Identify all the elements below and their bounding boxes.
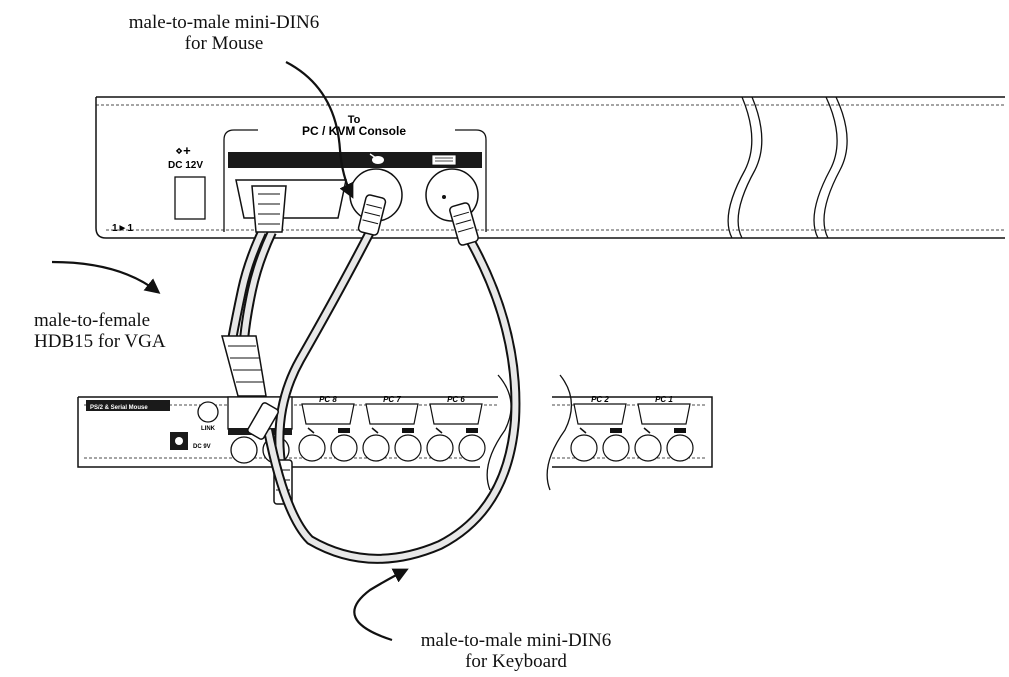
pc-port-group: PC 1 — [634, 395, 694, 462]
keyboard-icon — [610, 428, 622, 433]
vga-caption-line1: male-to-female — [34, 310, 151, 331]
switch-button-label: LINK — [201, 426, 216, 432]
vga-cable — [221, 185, 287, 397]
keyboard-icon — [674, 428, 686, 433]
mode-label-box — [86, 400, 170, 411]
pc-port-label: PC 6 — [447, 395, 465, 404]
pc-vga-port — [301, 403, 355, 425]
console-title-label: PC / KVM Console — [302, 124, 406, 138]
console-header-band — [228, 152, 482, 168]
mouse-icon — [371, 427, 379, 434]
keyboard-caption-line2: for Keyboard — [465, 651, 567, 672]
keyboard-cable — [247, 202, 521, 564]
pc-port-group: PC 2 — [570, 395, 630, 462]
pc-keyboard-port — [330, 434, 358, 462]
pc-port-group: PC 8 — [298, 395, 358, 462]
mouse-icon — [307, 427, 315, 434]
keyboard-pointer-arrow — [353, 568, 409, 642]
console-power-symbol: ⋄+ — [175, 143, 191, 158]
pc-port-label: PC 7 — [383, 395, 401, 404]
console-power-label: DC 12V — [168, 160, 203, 171]
keyboard-icon — [431, 154, 457, 166]
pc-port-group: PC 6 — [426, 395, 486, 462]
pc-port-label: PC 2 — [591, 395, 609, 404]
keyboard-icon — [466, 428, 478, 433]
switch-mode-label: PS/2 & Serial Mouse — [90, 405, 148, 411]
pc-vga-port — [637, 403, 691, 425]
keyboard-caption-line1: male-to-male mini-DIN6 — [420, 630, 612, 651]
pc-vga-port — [573, 403, 627, 425]
console-power-jack — [174, 176, 206, 220]
mouse-icon — [643, 427, 651, 434]
keyboard-icon — [338, 428, 350, 433]
switch-power-label: DC 9V — [193, 444, 211, 450]
mouse-icon — [435, 427, 443, 434]
link-button — [197, 401, 219, 423]
pc-keyboard-port — [394, 434, 422, 462]
mouse-pointer-arrow — [285, 61, 354, 199]
switch-console-mouse — [230, 436, 258, 464]
switch-rear-panel: PC 8 PC 7 PC 6 PC 2 PC 1 — [77, 374, 713, 491]
mouse-caption-line2: for Mouse — [184, 33, 264, 54]
keyboard-icon — [402, 428, 414, 433]
mouse-cable-caption: male-to-male mini-DIN6 for Mouse — [112, 12, 336, 54]
pc-mouse-port — [570, 434, 598, 462]
pc-port-label: PC 8 — [319, 395, 337, 404]
pc-mouse-port — [634, 434, 662, 462]
keyboard-cable-caption: male-to-male mini-DIN6 for Keyboard — [392, 630, 640, 672]
pc-port-label: PC 1 — [655, 395, 673, 404]
vga-cable-caption: male-to-female HDB15 for VGA — [34, 310, 166, 352]
console-to-label: To — [348, 114, 361, 126]
mouse-caption-line1: male-to-male mini-DIN6 — [128, 12, 320, 33]
console-link-label: 1►1 — [112, 223, 133, 234]
vga-pointer-arrow — [51, 260, 161, 294]
pc-keyboard-port — [602, 434, 630, 462]
console-rear-panel — [95, 96, 1005, 239]
pc-keyboard-port — [666, 434, 694, 462]
pc-vga-port — [365, 403, 419, 425]
pc-keyboard-port — [458, 434, 486, 462]
vga-caption-line2: HDB15 for VGA — [34, 331, 166, 352]
mouse-icon — [579, 427, 587, 434]
pc-vga-port — [429, 403, 483, 425]
pc-port-group: PC 7 — [362, 395, 422, 462]
pc-mouse-port — [298, 434, 326, 462]
pc-mouse-port — [426, 434, 454, 462]
mouse-icon — [369, 153, 384, 164]
pc-mouse-port — [362, 434, 390, 462]
